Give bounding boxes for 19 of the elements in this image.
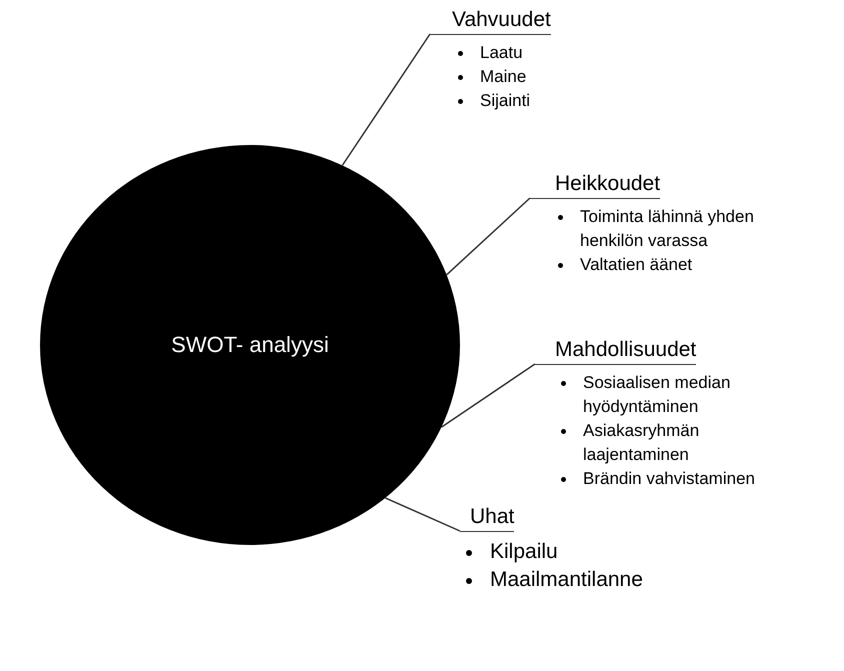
bullet-item: Valtatien äänet (580, 255, 692, 274)
bullet-item: Sosiaalisen median hyödyntäminen (583, 373, 730, 416)
heading-text: Vahvuudet (430, 8, 551, 35)
heading-text: Uhat (460, 505, 514, 532)
bullet-item: Maine (480, 67, 526, 86)
circle-label: SWOT- analyysi (171, 332, 329, 358)
leader-line (441, 363, 536, 428)
bullet-item: Sijainti (480, 91, 530, 110)
heading-text: Heikkoudet (530, 172, 660, 199)
bullet-item: Laatu (480, 43, 523, 62)
bullet-item: Toiminta lähinnä yhden henkilön varassa (580, 207, 754, 250)
leader-line (446, 197, 530, 276)
leader-line (342, 34, 431, 166)
heading-text: Mahdollisuudet (535, 338, 696, 365)
bullet-item: Brändin vahvistaminen (583, 469, 755, 488)
bullet-item: Kilpailu (490, 540, 558, 563)
bullet-item: Maailmantilanne (490, 568, 643, 591)
leader-line (385, 497, 460, 532)
bullet-item: Asiakasryhmän laajentaminen (583, 421, 700, 464)
